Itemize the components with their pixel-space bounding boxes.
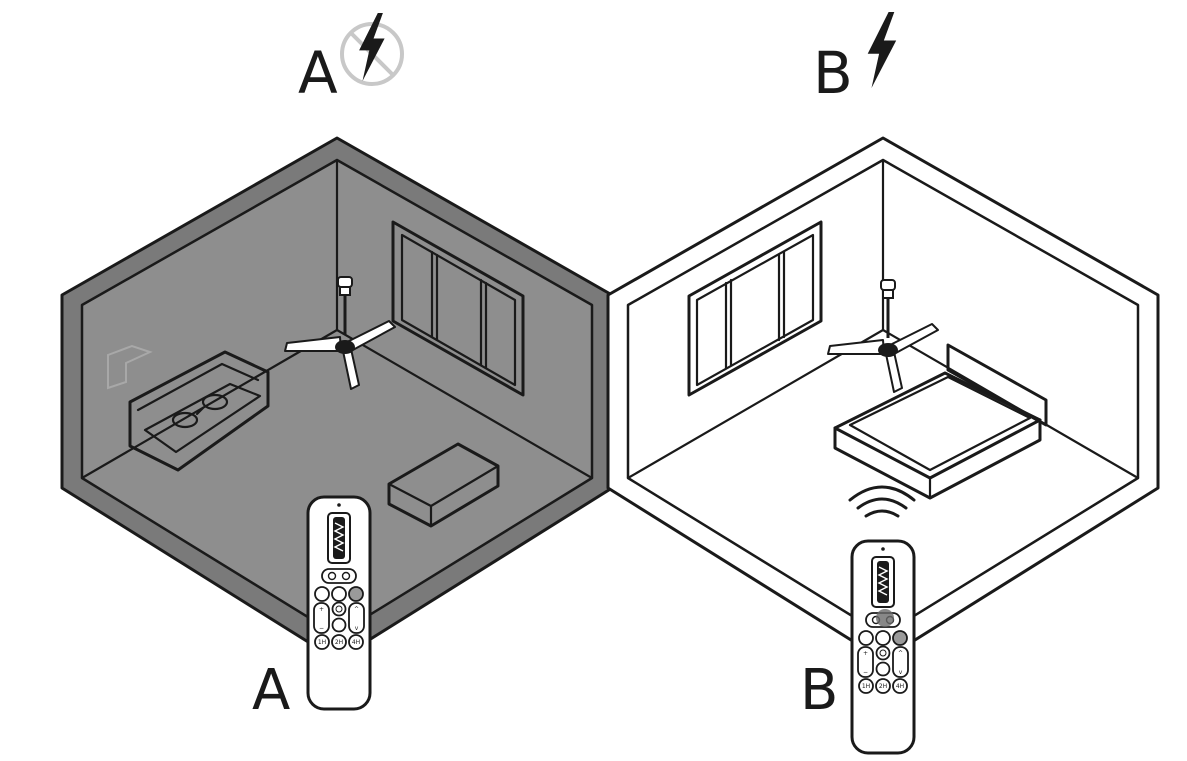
timer-2h-label: 2H: [879, 683, 887, 690]
timer-2h-label: 2H: [335, 639, 343, 646]
signal-waves-icon: [848, 485, 916, 518]
power-on-icon: [867, 12, 897, 88]
remote-b-timer-labels: 1H 2H 4H: [862, 683, 904, 690]
room-b-header: B: [813, 12, 897, 107]
room-a-window: [391, 220, 525, 397]
timer-4h-label: 4H: [352, 639, 360, 646]
remote-control-a: [306, 495, 372, 711]
room-b-remote-label: B: [800, 658, 838, 723]
room-a-remote-label: A: [252, 658, 290, 723]
no-power-icon: [340, 13, 404, 86]
bed: [833, 343, 1048, 500]
room-b-header-label: B: [813, 39, 853, 107]
room-b-window: [687, 220, 823, 397]
sofa: [128, 350, 270, 472]
timer-4h-label: 4H: [896, 683, 904, 690]
remote-a-timer-labels: 1H 2H 4H: [318, 639, 360, 646]
room-a-header: A: [298, 13, 404, 107]
box: [387, 442, 500, 528]
room-b: B: [606, 136, 1160, 755]
remote-control-b: [850, 539, 916, 755]
pressed-button-highlight: [876, 609, 894, 627]
timer-1h-label: 1H: [318, 639, 326, 646]
room-a-header-label: A: [298, 39, 338, 107]
timer-1h-label: 1H: [862, 683, 870, 690]
room-a: A: [60, 136, 614, 723]
